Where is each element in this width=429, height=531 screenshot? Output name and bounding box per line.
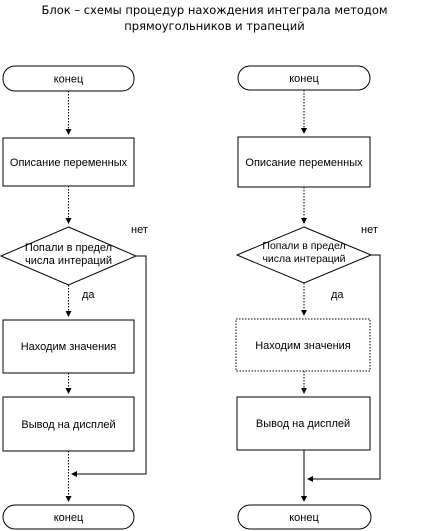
left-vars-label: Описание переменных bbox=[10, 157, 128, 169]
left-compute-label: Находим значения bbox=[21, 341, 117, 353]
right-vars-label: Описание переменных bbox=[245, 157, 363, 169]
left-decision-line2: числа интераций bbox=[25, 255, 112, 267]
left-end-terminator bbox=[2, 504, 135, 530]
right-vars-box bbox=[237, 136, 371, 188]
diagram-title: Блок – схемы процедур нахождения интегра… bbox=[0, 2, 429, 34]
left-start-label: конец bbox=[54, 74, 84, 86]
right-no-branch-line bbox=[307, 254, 381, 482]
right-compute-box bbox=[235, 318, 371, 372]
right-decision-line1: Попали в предел bbox=[262, 240, 345, 252]
right-decision-line2: числа интераций bbox=[262, 253, 345, 265]
right-compute-label: Находим значения bbox=[255, 340, 351, 352]
right-yes-label: да bbox=[331, 289, 344, 301]
left-no-label: нет bbox=[131, 224, 148, 236]
left-compute-box bbox=[2, 319, 135, 374]
right-end-label: конец bbox=[289, 512, 319, 524]
flowchart-right: конец Описание переменных Попали в преде… bbox=[235, 65, 381, 530]
title-line-1: Блок – схемы процедур нахождения интегра… bbox=[41, 3, 388, 17]
left-no-branch-line bbox=[71, 255, 147, 477]
right-no-label: нет bbox=[361, 224, 378, 236]
title-line-2: прямоугольников и трапеций bbox=[124, 19, 305, 33]
left-decision-line1: Попали в предел bbox=[25, 242, 112, 254]
right-output-label: Вывод на дисплей bbox=[256, 418, 350, 430]
right-start-label: конец bbox=[289, 73, 319, 85]
left-output-label: Вывод на дисплей bbox=[21, 419, 115, 431]
right-end-terminator bbox=[237, 504, 372, 530]
left-end-label: конец bbox=[54, 512, 84, 524]
flowchart-left: конец Описание переменных Попали в преде… bbox=[0, 65, 148, 530]
left-yes-label: да bbox=[82, 289, 95, 301]
left-output-box bbox=[2, 396, 135, 452]
right-output-box bbox=[236, 396, 371, 451]
